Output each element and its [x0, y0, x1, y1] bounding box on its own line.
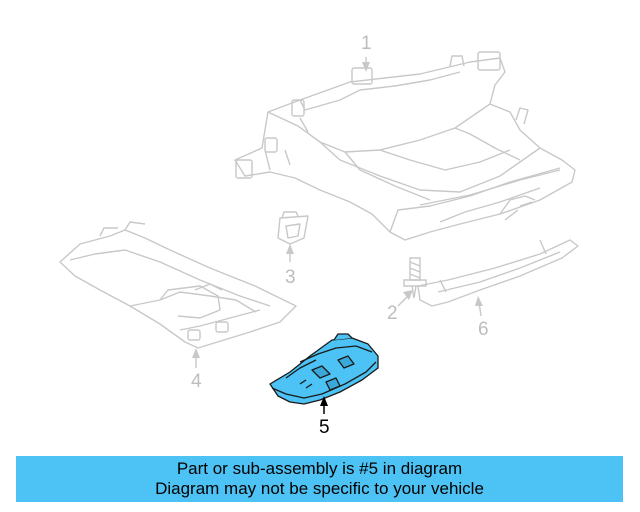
part-4-glove-box-door	[59, 221, 297, 349]
part-5-cover-highlighted	[269, 333, 379, 405]
banner-line-1: Part or sub-assembly is #5 in diagram	[176, 459, 463, 478]
callout-5: 5	[319, 417, 330, 438]
leader-1	[362, 57, 370, 72]
part-6-trim-strip	[417, 239, 579, 307]
part-3-clip	[277, 211, 309, 245]
callout-1: 1	[361, 33, 372, 54]
callout-3: 3	[285, 267, 296, 288]
leader-5	[320, 396, 328, 414]
part-1-glove-box-housing	[234, 51, 576, 241]
part-2-screw	[403, 257, 427, 299]
callout-4: 4	[191, 371, 202, 392]
leader-2	[397, 290, 413, 307]
callout-2: 2	[387, 303, 398, 324]
info-banner: Part or sub-assembly is #5 in diagram Di…	[16, 456, 623, 502]
leader-3	[286, 244, 294, 262]
leader-6	[475, 296, 483, 317]
callout-6: 6	[478, 319, 489, 340]
leader-4	[192, 348, 200, 368]
banner-line-2: Diagram may not be specific to your vehi…	[155, 479, 484, 498]
